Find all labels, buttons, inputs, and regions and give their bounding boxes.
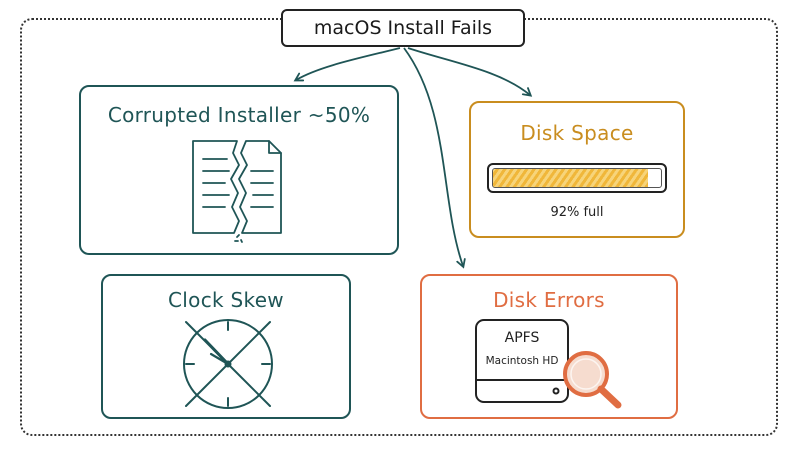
- root-title: macOS Install Fails: [281, 9, 525, 47]
- card-disk-errors: Disk Errors APFS Macintosh HD: [420, 274, 678, 419]
- disk-usage-bar: [487, 163, 667, 193]
- card-title-disk-errors: Disk Errors: [493, 288, 605, 312]
- magnifier-icon: [563, 351, 622, 409]
- card-title-disk-space: Disk Space: [520, 121, 634, 145]
- hard-drive-icon: APFS Macintosh HD: [475, 319, 622, 409]
- card-title-clock: Clock Skew: [168, 288, 284, 312]
- disk-usage-fill: [493, 169, 648, 187]
- drive-format-label: APFS: [505, 330, 540, 346]
- disk-usage-track: [492, 168, 662, 188]
- card-title-corrupted: Corrupted Installer ~50%: [107, 103, 371, 127]
- card-corrupted-installer: Corrupted Installer ~50%: [79, 85, 399, 255]
- disk-usage-label: 92% full: [550, 205, 604, 220]
- drive-name-label: Macintosh HD: [486, 355, 559, 367]
- crossed-clock-icon: [183, 319, 273, 409]
- card-clock-skew: Clock Skew: [101, 274, 351, 419]
- card-disk-space: Disk Space 92% full: [469, 101, 685, 238]
- torn-document-icon: [192, 140, 282, 243]
